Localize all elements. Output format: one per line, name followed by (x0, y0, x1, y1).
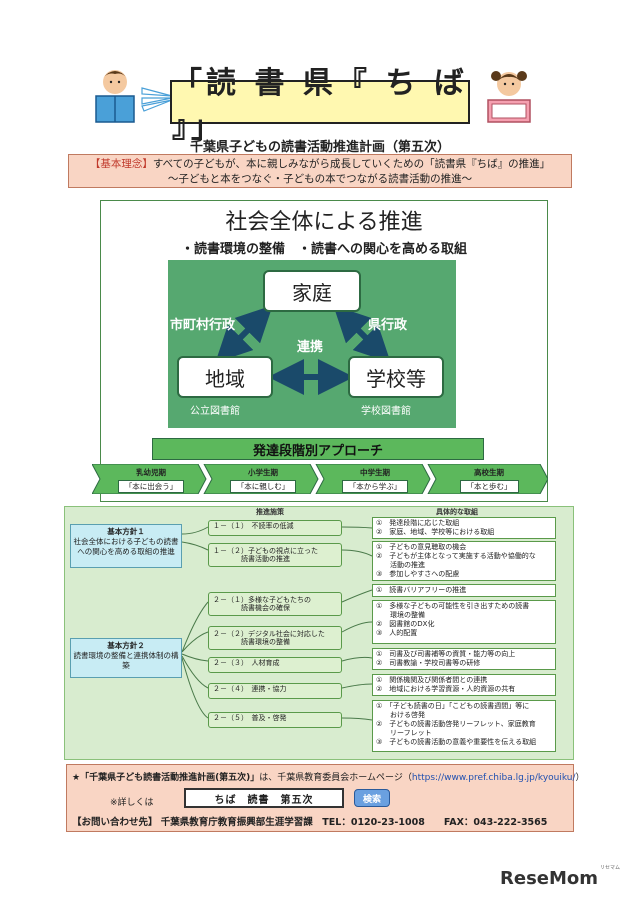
policy-connector-lines (181, 526, 373, 721)
basic-policy-2: 基本方針２ 読書環境の整備と連携体制の構築 (70, 638, 182, 678)
basic-concept-line2: ～子どもと本をつなぐ・子どもの本でつながる読書活動の推進～ (167, 173, 473, 185)
plan-subtitle: 千葉県子どもの読書活動推進計画（第五次） (189, 140, 450, 155)
page-title: 「読 書 県『 ち ば 』」 (170, 66, 470, 145)
society-title: 社会全体による推進 (225, 210, 423, 235)
label-pref-admin: 県行政 (368, 318, 408, 333)
measure-2-4: ２－（４） 連携・協力 (208, 683, 342, 699)
label-public-library: 公立図書館 (190, 406, 240, 417)
measure-1-1: １－（１） 不読率の低減 (208, 520, 342, 536)
cooperation-arrows (215, 305, 391, 395)
label-city-admin: 市町村行政 (170, 318, 236, 333)
speech-rays-decoration (141, 87, 173, 112)
homepage-url-link[interactable]: https://www.pref.chiba.lg.jp/kyouiku/ (411, 773, 576, 783)
action-1-2: ① 子どもの意見聴取の機会 ② 子どもが主体となって実施する活動や協働的な 活動… (372, 541, 556, 581)
column-header-actions: 具体的な取組 (436, 508, 478, 516)
basic-concept-line1: すべての子どもが、本に親しみながら成長していくための「読書県『ちば』の推進」 (152, 158, 551, 170)
action-1-1: ① 発達段階に応じた取組 ② 家庭、地域、学校等における取組 (372, 517, 556, 539)
reading-girl-illustration (487, 71, 531, 123)
basic-policy-1: 基本方針１ 社会全体における子どもの読書への関心を高める取組の推進 (70, 524, 182, 568)
column-header-measures: 推進施策 (256, 508, 284, 516)
basic-concept-tag: 【基本理念】 (89, 158, 153, 170)
arrow-home-region (215, 305, 273, 363)
reading-boy-illustration (95, 70, 135, 123)
search-button[interactable]: 検索 (354, 789, 390, 807)
measure-1-2: １－（２）子どもの視点に立った 読書活動の推進 (208, 543, 342, 567)
basic-concept-box: 【基本理念】すべての子どもが、本に親しみながら成長していくための「読書県『ちば』… (68, 154, 572, 188)
resemom-logo: ReseMom (500, 868, 599, 889)
stage-high-school: 高校生期「本と歩む」 (434, 464, 544, 494)
action-2-2: ① 多様な子どもの可能性を引き出すための読書 環境の整備 ② 図書館のDX化 ③… (372, 600, 556, 644)
search-input[interactable]: ちば 読書 第五次 (184, 788, 344, 808)
contact-info: 【お問い合わせ先】 千葉県教育庁教育振興部生涯学習課 TEL：0120-23-1… (72, 817, 548, 828)
stage-elementary: 小学生期「本に親しむ」 (210, 464, 316, 494)
node-region: 地域 (177, 356, 273, 398)
stage-chevrons: 乳幼児期「本に出会う」 小学生期「本に親しむ」 中学生期「本から学ぶ」 高校生期… (92, 464, 548, 494)
label-school-library: 学校図書館 (361, 406, 411, 417)
resemom-logo-kana: リセマム (600, 865, 621, 871)
stage-infant: 乳幼児期「本に出会う」 (98, 464, 204, 494)
developmental-approach-bar: 発達段階別アプローチ (152, 438, 484, 460)
measure-2-1: ２－（１）多様な子どもたちの 読書機会の確保 (208, 592, 342, 616)
footer-homepage-note: ★「千葉県子ども読書活動推進計画(第五次)」は、千葉県教育委員会ホームページ（h… (72, 773, 585, 783)
society-subtitle: ・読書環境の整備 ・読書への関心を高める取組 (180, 242, 467, 257)
action-2-3: ① 司書及び司書補等の資質・能力等の向上 ② 司書教諭・学校司書等の研修 (372, 648, 556, 670)
stage-junior-high: 中学生期「本から学ぶ」 (322, 464, 428, 494)
action-2-5: ① 「子ども読書の日」「こどもの読書週間」等に おける啓発 ② 子どもの読書活動… (372, 700, 556, 752)
action-2-4: ① 関係機関及び関係者間との連携 ② 地域における学習資源・人的資源の共有 (372, 674, 556, 696)
footer-detail-label: ※詳しくは (110, 798, 154, 808)
label-cooperation: 連携 (297, 340, 324, 355)
measure-2-2: ２－（２）デジタル社会に対応した 読書環境の整備 (208, 626, 342, 650)
node-home: 家庭 (263, 270, 361, 312)
arrow-home-school (333, 305, 391, 363)
node-school: 学校等 (348, 356, 444, 398)
measure-2-3: ２－（３） 人材育成 (208, 657, 342, 673)
action-2-1: ① 読書バリアフリーの推進 (372, 584, 556, 597)
measure-2-5: ２－（５） 普及・啓発 (208, 712, 342, 728)
